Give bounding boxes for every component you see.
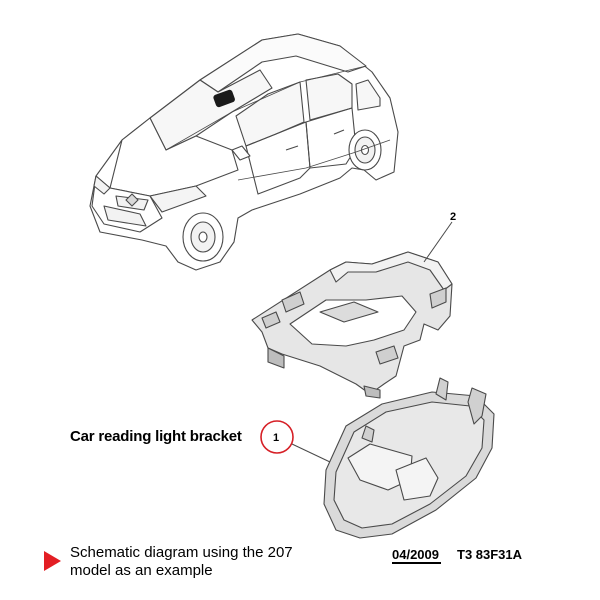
red-triangle-arrow-icon <box>44 551 61 571</box>
callout-1-label: 1 <box>273 432 279 444</box>
reading-light-location-mark <box>213 89 235 108</box>
callout-1: 1 <box>260 420 331 463</box>
reference-code: T3 83F31A <box>457 547 523 562</box>
callout-1-highlight-circle <box>260 420 294 454</box>
car-illustration <box>89 33 399 271</box>
part-1-light-housing <box>323 377 495 539</box>
schematic-note: Schematic diagram using the 207 model as… <box>70 544 293 579</box>
part-2-bracket-frame <box>251 251 453 399</box>
part-caption: Car reading light bracket <box>70 428 242 445</box>
callout-2-label: 2 <box>450 211 456 223</box>
callout-2: 2 <box>423 211 456 263</box>
reference-date: 04/2009 <box>392 547 441 564</box>
